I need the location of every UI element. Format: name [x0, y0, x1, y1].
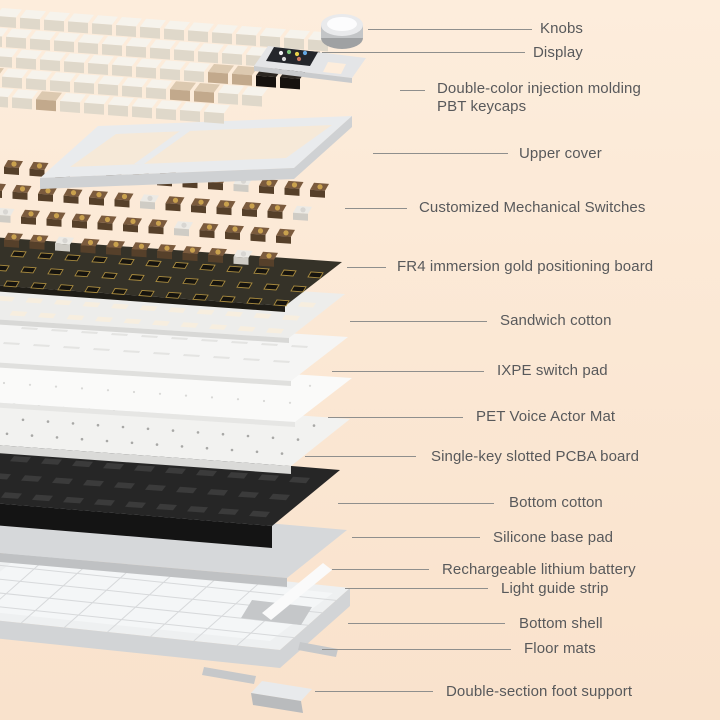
label-knobs: Knobs — [540, 20, 584, 37]
leader-pet — [328, 417, 463, 418]
shell-inner-floor — [0, 560, 333, 641]
label-silicone: Silicone base pad — [493, 529, 614, 546]
leader-keycaps — [400, 90, 425, 91]
fr4-layer — [0, 237, 342, 312]
ixpe-marks — [3, 327, 308, 363]
label-upper-cover: Upper cover — [519, 145, 602, 162]
label-keycaps: Double-color injection molding PBT keyca… — [437, 80, 641, 116]
cover-front-wall — [40, 168, 294, 189]
label-ixpe: IXPE switch pad — [497, 362, 608, 379]
label-light-guide: Light guide strip — [501, 580, 609, 597]
foot-support-part — [251, 681, 312, 713]
leader-knobs — [368, 29, 532, 30]
cover-inner-rib — [134, 131, 190, 164]
leader-pcba — [305, 456, 416, 457]
display-cutout — [323, 62, 346, 74]
leader-foot-support — [315, 691, 433, 692]
fr4-holes — [0, 250, 324, 307]
label-display: Display — [533, 44, 583, 61]
label-pet: PET Voice Actor Mat — [476, 408, 616, 425]
leader-battery — [332, 569, 429, 570]
label-bottom-shell: Bottom shell — [519, 615, 603, 632]
label-fr4: FR4 immersion gold positioning board — [397, 258, 654, 275]
floor-mat-right — [298, 642, 338, 657]
leader-display — [322, 52, 525, 53]
leader-fr4 — [347, 267, 386, 268]
leader-upper-cover — [373, 153, 508, 154]
cover-right-wall — [294, 116, 352, 179]
bottom-shell-layer — [0, 552, 350, 668]
label-sandwich-cotton: Sandwich cotton — [500, 312, 612, 329]
leader-ixpe — [332, 371, 484, 372]
bottom-cotton-slots — [0, 456, 310, 518]
light-guide-strip — [262, 563, 332, 620]
leader-light-guide — [345, 588, 488, 589]
knob-part — [321, 14, 363, 49]
foot-top — [251, 681, 312, 701]
floor-mat-left — [202, 667, 256, 684]
label-switches: Customized Mechanical Switches — [419, 199, 646, 216]
shell-ribs — [0, 556, 337, 646]
shell-right-wall — [280, 588, 350, 668]
leader-bottom-cotton — [338, 503, 494, 504]
display-screen-icons — [278, 49, 308, 62]
leader-sandwich-cotton — [350, 321, 487, 322]
display-plate-edge — [254, 66, 352, 83]
display-module — [254, 46, 366, 83]
foot-front — [251, 693, 303, 713]
upper-cover-layer — [40, 116, 352, 189]
floor-mats-parts — [202, 642, 338, 684]
label-bottom-cotton: Bottom cotton — [509, 494, 603, 511]
label-floor-mats: Floor mats — [524, 640, 596, 657]
knob-face — [327, 17, 357, 31]
shell-front-wall — [0, 620, 280, 668]
leader-silicone — [352, 537, 480, 538]
leader-bottom-shell — [348, 623, 505, 624]
label-pcba: Single-key slotted PCBA board — [431, 448, 640, 465]
cover-inner-cutout — [70, 125, 332, 167]
leader-switches — [345, 208, 407, 209]
label-foot-support: Double-section foot support — [446, 683, 633, 700]
leader-floor-mats — [322, 649, 511, 650]
label-battery: Rechargeable lithium battery — [442, 561, 636, 578]
